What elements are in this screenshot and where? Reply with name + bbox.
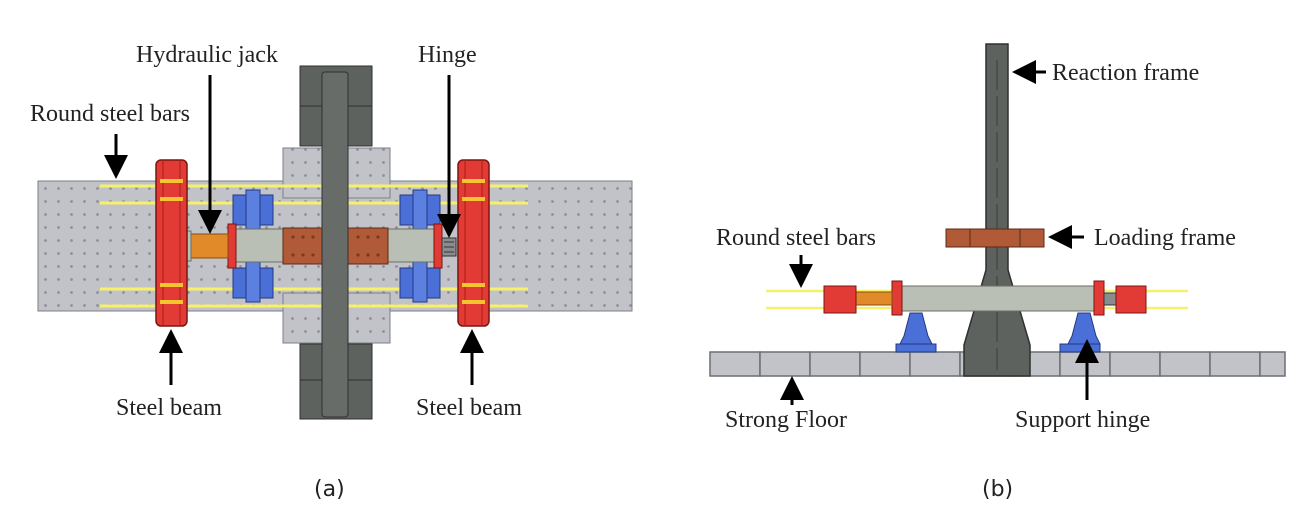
end-plate-left [227,223,237,269]
caption-b: (b) [982,477,1013,502]
reaction-column-top-view [299,65,373,420]
label-steel-beam-left: Steel beam [116,395,222,421]
end-plate-side-right [1093,280,1105,316]
stub-block-right [347,227,389,265]
hinge-side [1103,292,1117,306]
label-round-steel-bars-a: Round steel bars [30,101,190,127]
label-reaction-frame: Reaction frame [1052,60,1199,86]
specimen-beam-side [897,285,1099,312]
steel-beam-side-left [823,285,857,314]
label-support-hinge: Support hinge [1015,407,1150,433]
steel-beam-left [155,159,188,327]
reaction-frame [963,43,1031,377]
stub-block-left [282,227,324,265]
blue-support-left [232,189,274,303]
label-hinge: Hinge [418,42,477,68]
support-hinge-right [1059,312,1101,353]
label-loading-frame: Loading frame [1094,225,1236,251]
caption-a: (a) [314,477,345,502]
label-steel-beam-right: Steel beam [416,395,522,421]
label-hydraulic-jack: Hydraulic jack [136,42,278,68]
loading-frame [945,228,1045,248]
panel-b: Reaction frame Loading frame Round steel… [709,43,1286,502]
label-strong-floor: Strong Floor [725,407,847,433]
hydraulic-jack-side [855,291,893,306]
end-plate-side-left [891,280,903,316]
specimen-beam-right [384,228,438,263]
steel-beam-right [457,159,490,327]
steel-beam-side-right [1115,285,1147,314]
label-round-steel-bars-b: Round steel bars [716,225,876,251]
panel-a: Hydraulic jack Hinge Round steel bars St… [30,42,633,502]
support-hinge-left [895,312,937,353]
end-plate-right [433,223,443,269]
hydraulic-jack-body [189,233,229,259]
specimen-beam-left [231,228,285,263]
